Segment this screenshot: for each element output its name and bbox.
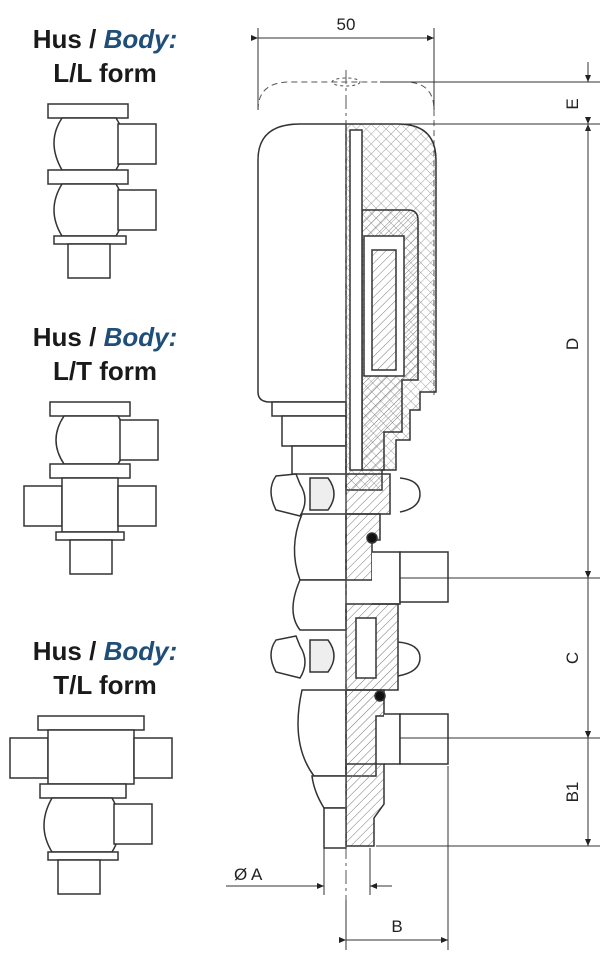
ll-lower-port bbox=[117, 189, 157, 231]
tl-lower-port bbox=[113, 803, 153, 845]
ll-bottom-flange bbox=[53, 235, 127, 245]
caption-swedish: Hus bbox=[32, 24, 82, 54]
lt-upper-port bbox=[119, 419, 159, 461]
dim-b-lines bbox=[339, 766, 449, 950]
ll-upper-port bbox=[117, 123, 157, 165]
lower-clamp bbox=[270, 603, 421, 691]
lt-tee-body bbox=[61, 477, 119, 533]
actuator-left-half bbox=[257, 123, 347, 475]
body-form-tl-caption: Hus / Body: T/L form bbox=[0, 634, 210, 702]
caption-swedish: Hus bbox=[32, 636, 82, 666]
caption-separator: / bbox=[89, 322, 97, 352]
lt-bottom-flange bbox=[55, 531, 125, 541]
upper-seal-ring bbox=[366, 532, 378, 544]
dim-width-line bbox=[251, 28, 435, 110]
lt-mid-flange bbox=[49, 463, 131, 479]
tl-lower-bulb bbox=[43, 797, 121, 853]
caption-title-line: Hus / Body: bbox=[0, 22, 210, 56]
lower-seal-ring bbox=[374, 690, 386, 702]
lower-body bbox=[297, 689, 449, 849]
caption-swedish: Hus bbox=[32, 322, 82, 352]
ll-mid-flange bbox=[47, 169, 129, 185]
caption-english: Body: bbox=[103, 636, 178, 666]
dim-a-lines bbox=[226, 848, 392, 895]
caption-english: Body: bbox=[103, 24, 178, 54]
dim-c-label: C bbox=[563, 652, 582, 664]
bottom-port-stub bbox=[323, 807, 347, 849]
caption-separator: / bbox=[89, 24, 97, 54]
tl-right-port bbox=[133, 737, 173, 779]
lt-bottom-port bbox=[69, 539, 113, 575]
caption-form-name: T/L form bbox=[53, 670, 157, 700]
lt-left-port bbox=[23, 485, 63, 527]
lower-port-main bbox=[399, 713, 449, 765]
actuator-section bbox=[345, 123, 437, 491]
tl-tee-body bbox=[47, 729, 135, 785]
lt-top-flange bbox=[49, 401, 131, 417]
caption-title-line: Hus / Body: bbox=[0, 320, 210, 354]
body-form-ll-caption: Hus / Body: L/L form bbox=[0, 22, 210, 90]
caption-title-line: Hus / Body: bbox=[0, 634, 210, 668]
upper-body bbox=[292, 513, 449, 631]
dim-b1-label: B1 bbox=[563, 782, 582, 803]
ll-bottom-port bbox=[67, 243, 111, 279]
caption-form-name: L/T form bbox=[53, 356, 157, 386]
lt-form-thumbnail bbox=[23, 401, 159, 575]
dim-vertical-lines bbox=[376, 62, 600, 847]
indicator-dashed bbox=[331, 77, 361, 87]
dim-width-label: 50 bbox=[337, 15, 356, 34]
dim-e-label: E bbox=[563, 98, 582, 109]
lt-upper-bulb bbox=[55, 415, 127, 465]
tl-form-thumbnail bbox=[9, 715, 173, 895]
caption-separator: / bbox=[89, 636, 97, 666]
caption-english: Body: bbox=[103, 322, 178, 352]
tl-mid-flange bbox=[39, 783, 127, 799]
body-form-lt-caption: Hus / Body: L/T form bbox=[0, 320, 210, 388]
dim-a-label: Ø A bbox=[234, 865, 263, 884]
ll-lower-bulb bbox=[53, 183, 125, 237]
dim-b-label: B bbox=[391, 917, 402, 936]
tl-left-port bbox=[9, 737, 49, 779]
tl-bottom-port bbox=[57, 859, 101, 895]
lt-right-port bbox=[117, 485, 157, 527]
upper-port-main bbox=[399, 551, 449, 603]
ll-upper-bulb bbox=[53, 117, 125, 171]
tl-top-flange bbox=[37, 715, 145, 731]
tl-bottom-flange bbox=[47, 851, 119, 861]
ll-top-flange bbox=[47, 103, 129, 119]
caption-form-name: L/L form bbox=[53, 58, 157, 88]
upper-clamp bbox=[270, 473, 421, 517]
dim-d-label: D bbox=[563, 338, 582, 350]
ll-form-thumbnail bbox=[47, 103, 157, 279]
